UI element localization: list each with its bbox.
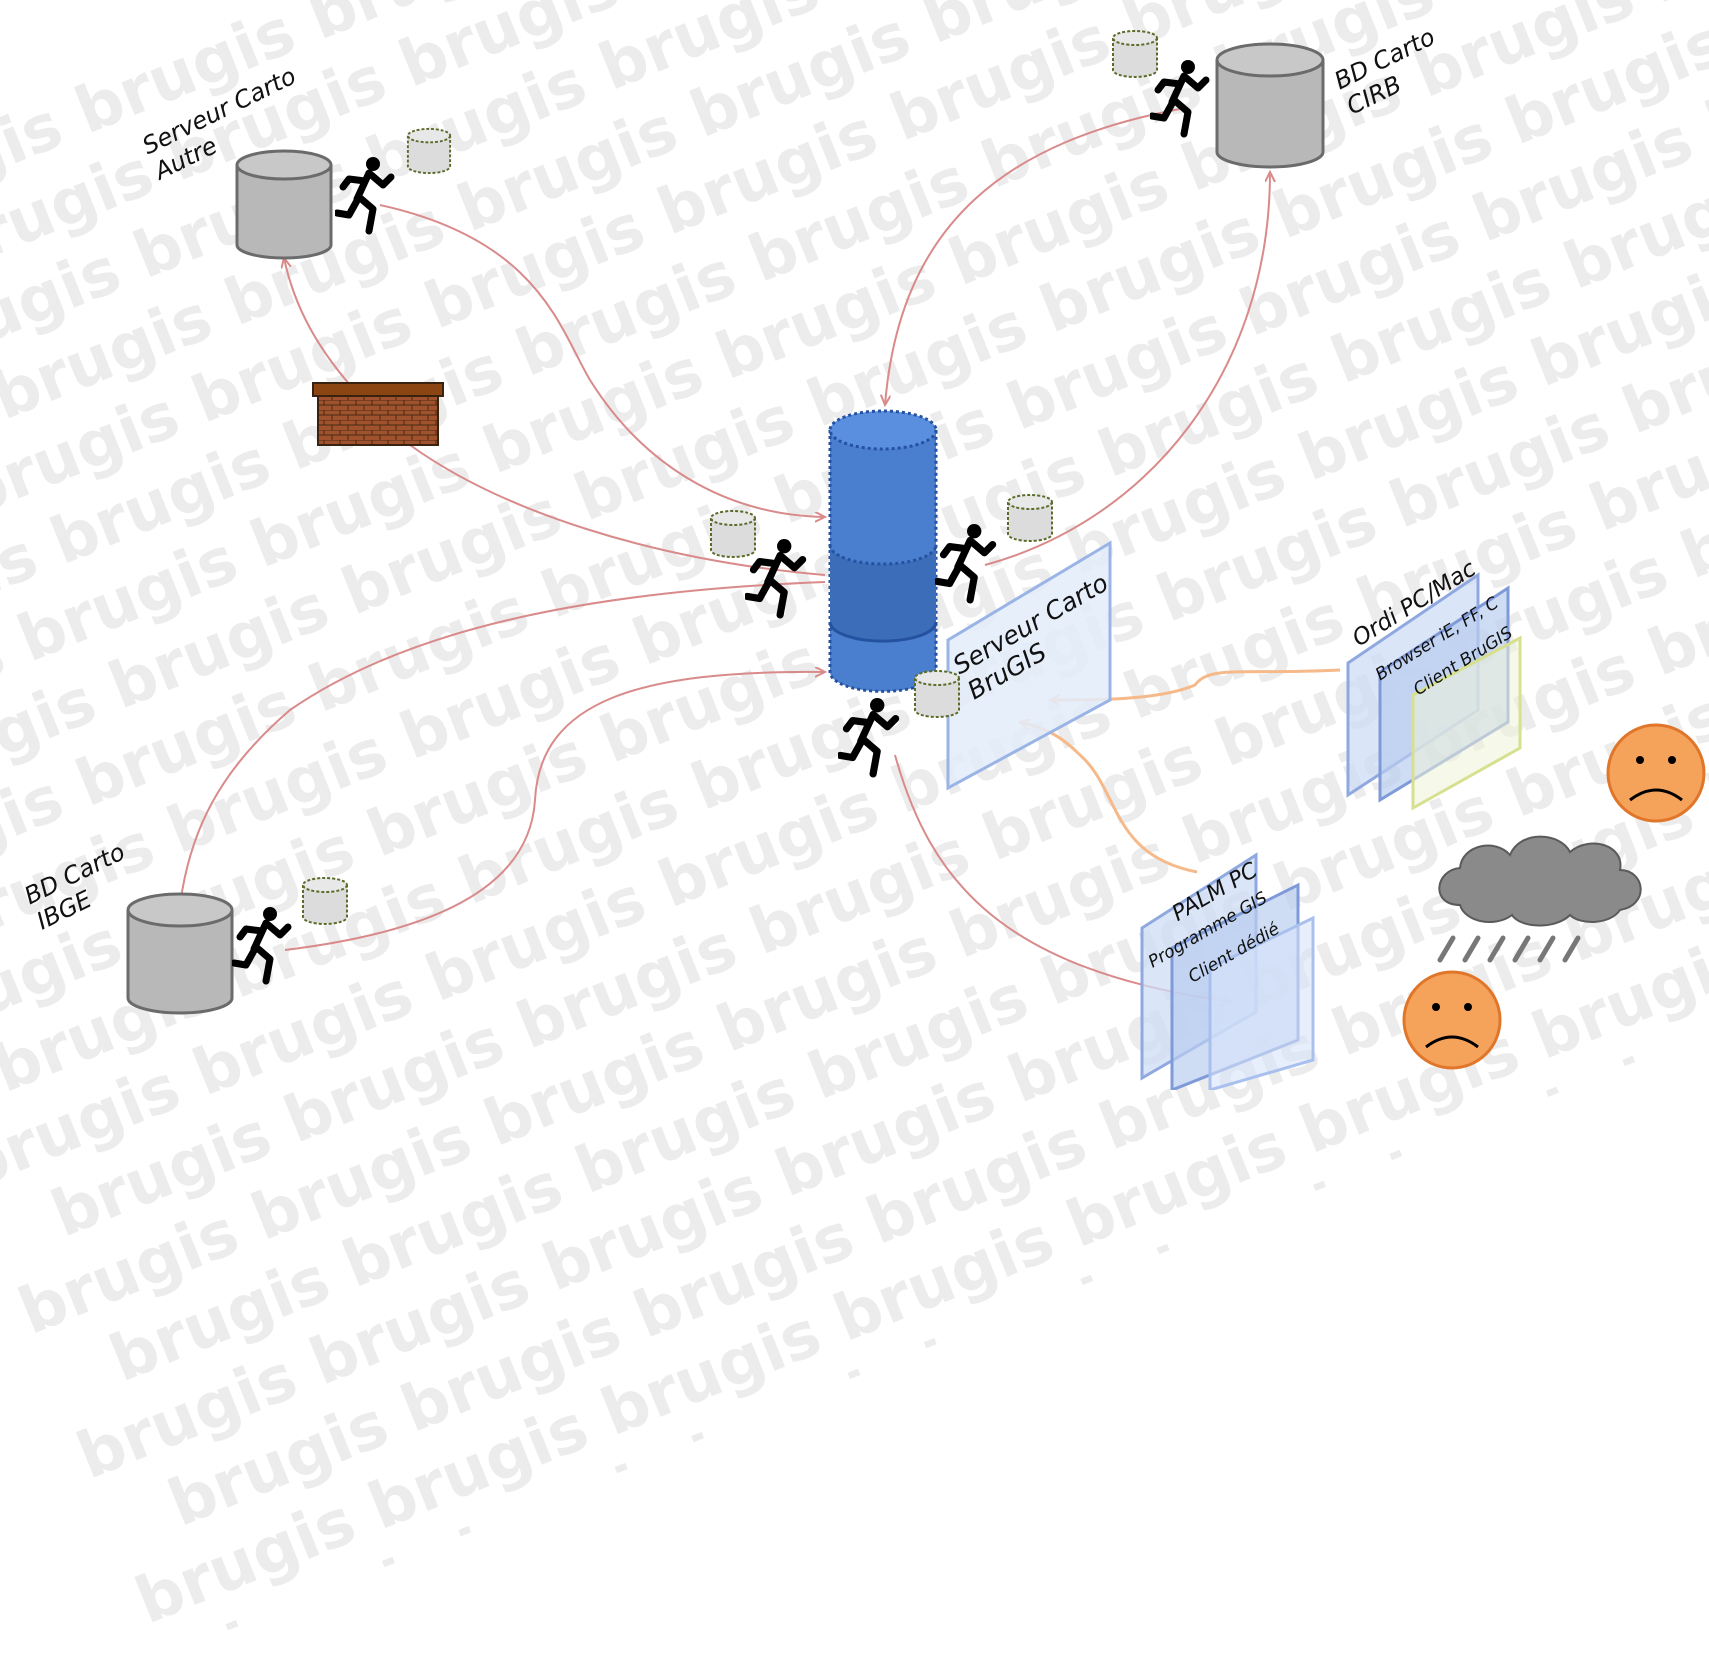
running-man-icon (747, 539, 802, 615)
sad-face-icon (1606, 723, 1706, 823)
running-man-icon (937, 524, 992, 600)
link-central-to-cirb (984, 172, 1270, 566)
database-icon (301, 876, 349, 926)
ordi-planes (1346, 572, 1522, 811)
link-cirb-to-central (885, 107, 1186, 405)
database-icon (126, 892, 234, 1015)
rain-cloud-icon (1437, 835, 1642, 963)
link-ibge-to-central (284, 672, 825, 951)
firewall-icon (312, 382, 444, 446)
database-icon (1111, 29, 1159, 79)
diagram-art (126, 29, 1706, 1090)
link-firewall-to-autre (284, 258, 351, 386)
running-man-icon (840, 698, 895, 774)
running-man-icon (1152, 60, 1206, 134)
database-icon (406, 127, 452, 175)
brugis-plane (946, 540, 1112, 791)
running-man-icon (234, 907, 288, 981)
central-database-icon (828, 409, 938, 693)
database-icon (1006, 493, 1054, 543)
palm-planes (1140, 852, 1315, 1090)
running-man-icon (337, 157, 391, 231)
link-central-to-ibge (180, 581, 826, 905)
server-links (180, 107, 1270, 1002)
link-palm-to-brugis (1020, 722, 1198, 874)
database-icon (913, 669, 961, 719)
database-icon (1215, 42, 1325, 169)
sad-face-icon (1402, 970, 1502, 1070)
link-autre-to-central (379, 204, 825, 517)
database-icon (235, 149, 333, 260)
database-icon (709, 509, 757, 559)
